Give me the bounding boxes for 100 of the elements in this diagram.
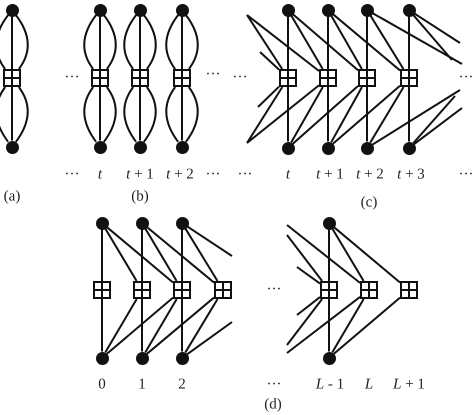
- connector-line: [185, 14, 199, 70]
- connector-line: [139, 16, 141, 69]
- connector-line: [296, 266, 321, 284]
- connector-line: [143, 86, 157, 142]
- connector-line: [104, 228, 138, 282]
- connector-line: [11, 87, 13, 140]
- boxed-plus-node: [279, 69, 297, 87]
- boxed-plus-node: [91, 69, 109, 87]
- connector-line: [146, 226, 215, 284]
- connector-line: [328, 230, 330, 281]
- dot-node: [176, 352, 188, 364]
- dot-node: [94, 140, 106, 154]
- connector-line: [106, 296, 174, 355]
- index-label: 1: [138, 378, 146, 392]
- dot-node: [176, 4, 188, 16]
- connector-line: [181, 230, 183, 281]
- connector-line: [246, 84, 320, 144]
- dot-node: [402, 142, 416, 154]
- connector-line: [330, 15, 363, 70]
- connector-line: [366, 16, 368, 69]
- connector-line: [83, 14, 97, 70]
- boxed-plus-node: [173, 281, 191, 299]
- connector-line: [181, 299, 183, 352]
- dot-node: [94, 4, 106, 16]
- connector-line: [372, 89, 461, 146]
- dot-node: [134, 140, 146, 154]
- boxed-plus-node: [173, 69, 191, 87]
- connector-line: [141, 299, 143, 352]
- ellipsis-mark: ···: [458, 70, 474, 86]
- dot-node: [322, 216, 336, 230]
- panel-label: (d): [264, 398, 282, 412]
- connector-line: [414, 107, 463, 145]
- connector-line: [103, 14, 117, 70]
- index-label: L - 1: [316, 378, 344, 392]
- ellipsis-mark: ···: [206, 68, 220, 82]
- connector-line: [332, 13, 401, 72]
- connector-line: [290, 86, 324, 143]
- boxed-plus-node: [360, 281, 378, 299]
- connector-line: [184, 228, 218, 282]
- dot-node: [136, 216, 148, 230]
- connector-line: [101, 299, 103, 352]
- connector-line: [146, 296, 215, 355]
- panel-label: (c): [360, 196, 378, 210]
- connector-line: [292, 85, 359, 144]
- dot-node: [322, 142, 334, 154]
- index-label: t + 1: [316, 168, 344, 182]
- connector-line: [99, 16, 101, 69]
- connector-line: [328, 299, 330, 352]
- connector-line: [259, 51, 280, 70]
- connector-line: [366, 87, 368, 142]
- connector-line: [103, 86, 117, 142]
- connector-line: [287, 87, 289, 142]
- connector-line: [83, 86, 97, 142]
- connector-line: [165, 14, 179, 70]
- connector-line: [414, 12, 461, 44]
- connector-line: [181, 87, 183, 140]
- index-label: t + 1: [126, 168, 154, 182]
- ellipsis-mark: ···: [458, 168, 474, 182]
- connector-line: [15, 14, 29, 70]
- connector-line: [99, 87, 101, 140]
- index-label: 0: [98, 378, 106, 392]
- connector-line: [412, 95, 456, 144]
- connector-line: [327, 16, 329, 69]
- connector-line: [246, 86, 284, 144]
- connector-line: [144, 298, 178, 353]
- connector-line: [0, 14, 9, 70]
- connector-line: [123, 86, 137, 142]
- connector-line: [412, 14, 453, 61]
- dot-node: [136, 352, 148, 364]
- panel-label: (b): [131, 190, 149, 204]
- index-label: L: [364, 378, 374, 392]
- boxed-plus-node: [214, 281, 232, 299]
- connector-line: [185, 86, 199, 142]
- connector-line: [331, 228, 364, 282]
- connector-line: [11, 16, 13, 69]
- dot-node: [322, 352, 336, 364]
- connector-line: [332, 85, 401, 144]
- connector-line: [286, 234, 323, 282]
- dot-node: [282, 142, 294, 154]
- dot-node: [322, 4, 334, 16]
- dot-node: [360, 142, 374, 154]
- index-label: t + 2: [166, 168, 194, 182]
- connector-line: [186, 321, 233, 356]
- connector-line: [286, 224, 361, 284]
- connector-line: [143, 14, 157, 70]
- boxed-plus-node: [131, 69, 149, 87]
- connector-line: [106, 226, 174, 284]
- panel-label: (a): [4, 190, 20, 204]
- connector-line: [287, 16, 289, 69]
- ellipsis-mark: ···: [64, 168, 80, 182]
- ellipsis-mark: ···: [266, 282, 282, 298]
- connector-line: [333, 296, 401, 355]
- connector-line: [372, 12, 462, 65]
- connector-line: [104, 298, 138, 353]
- boxed-plus-node: [358, 69, 376, 87]
- connector-line: [290, 15, 324, 70]
- ellipsis-mark: ···: [206, 168, 220, 182]
- connector-line: [186, 226, 233, 257]
- connector-line: [141, 230, 143, 281]
- connector-line: [330, 86, 363, 143]
